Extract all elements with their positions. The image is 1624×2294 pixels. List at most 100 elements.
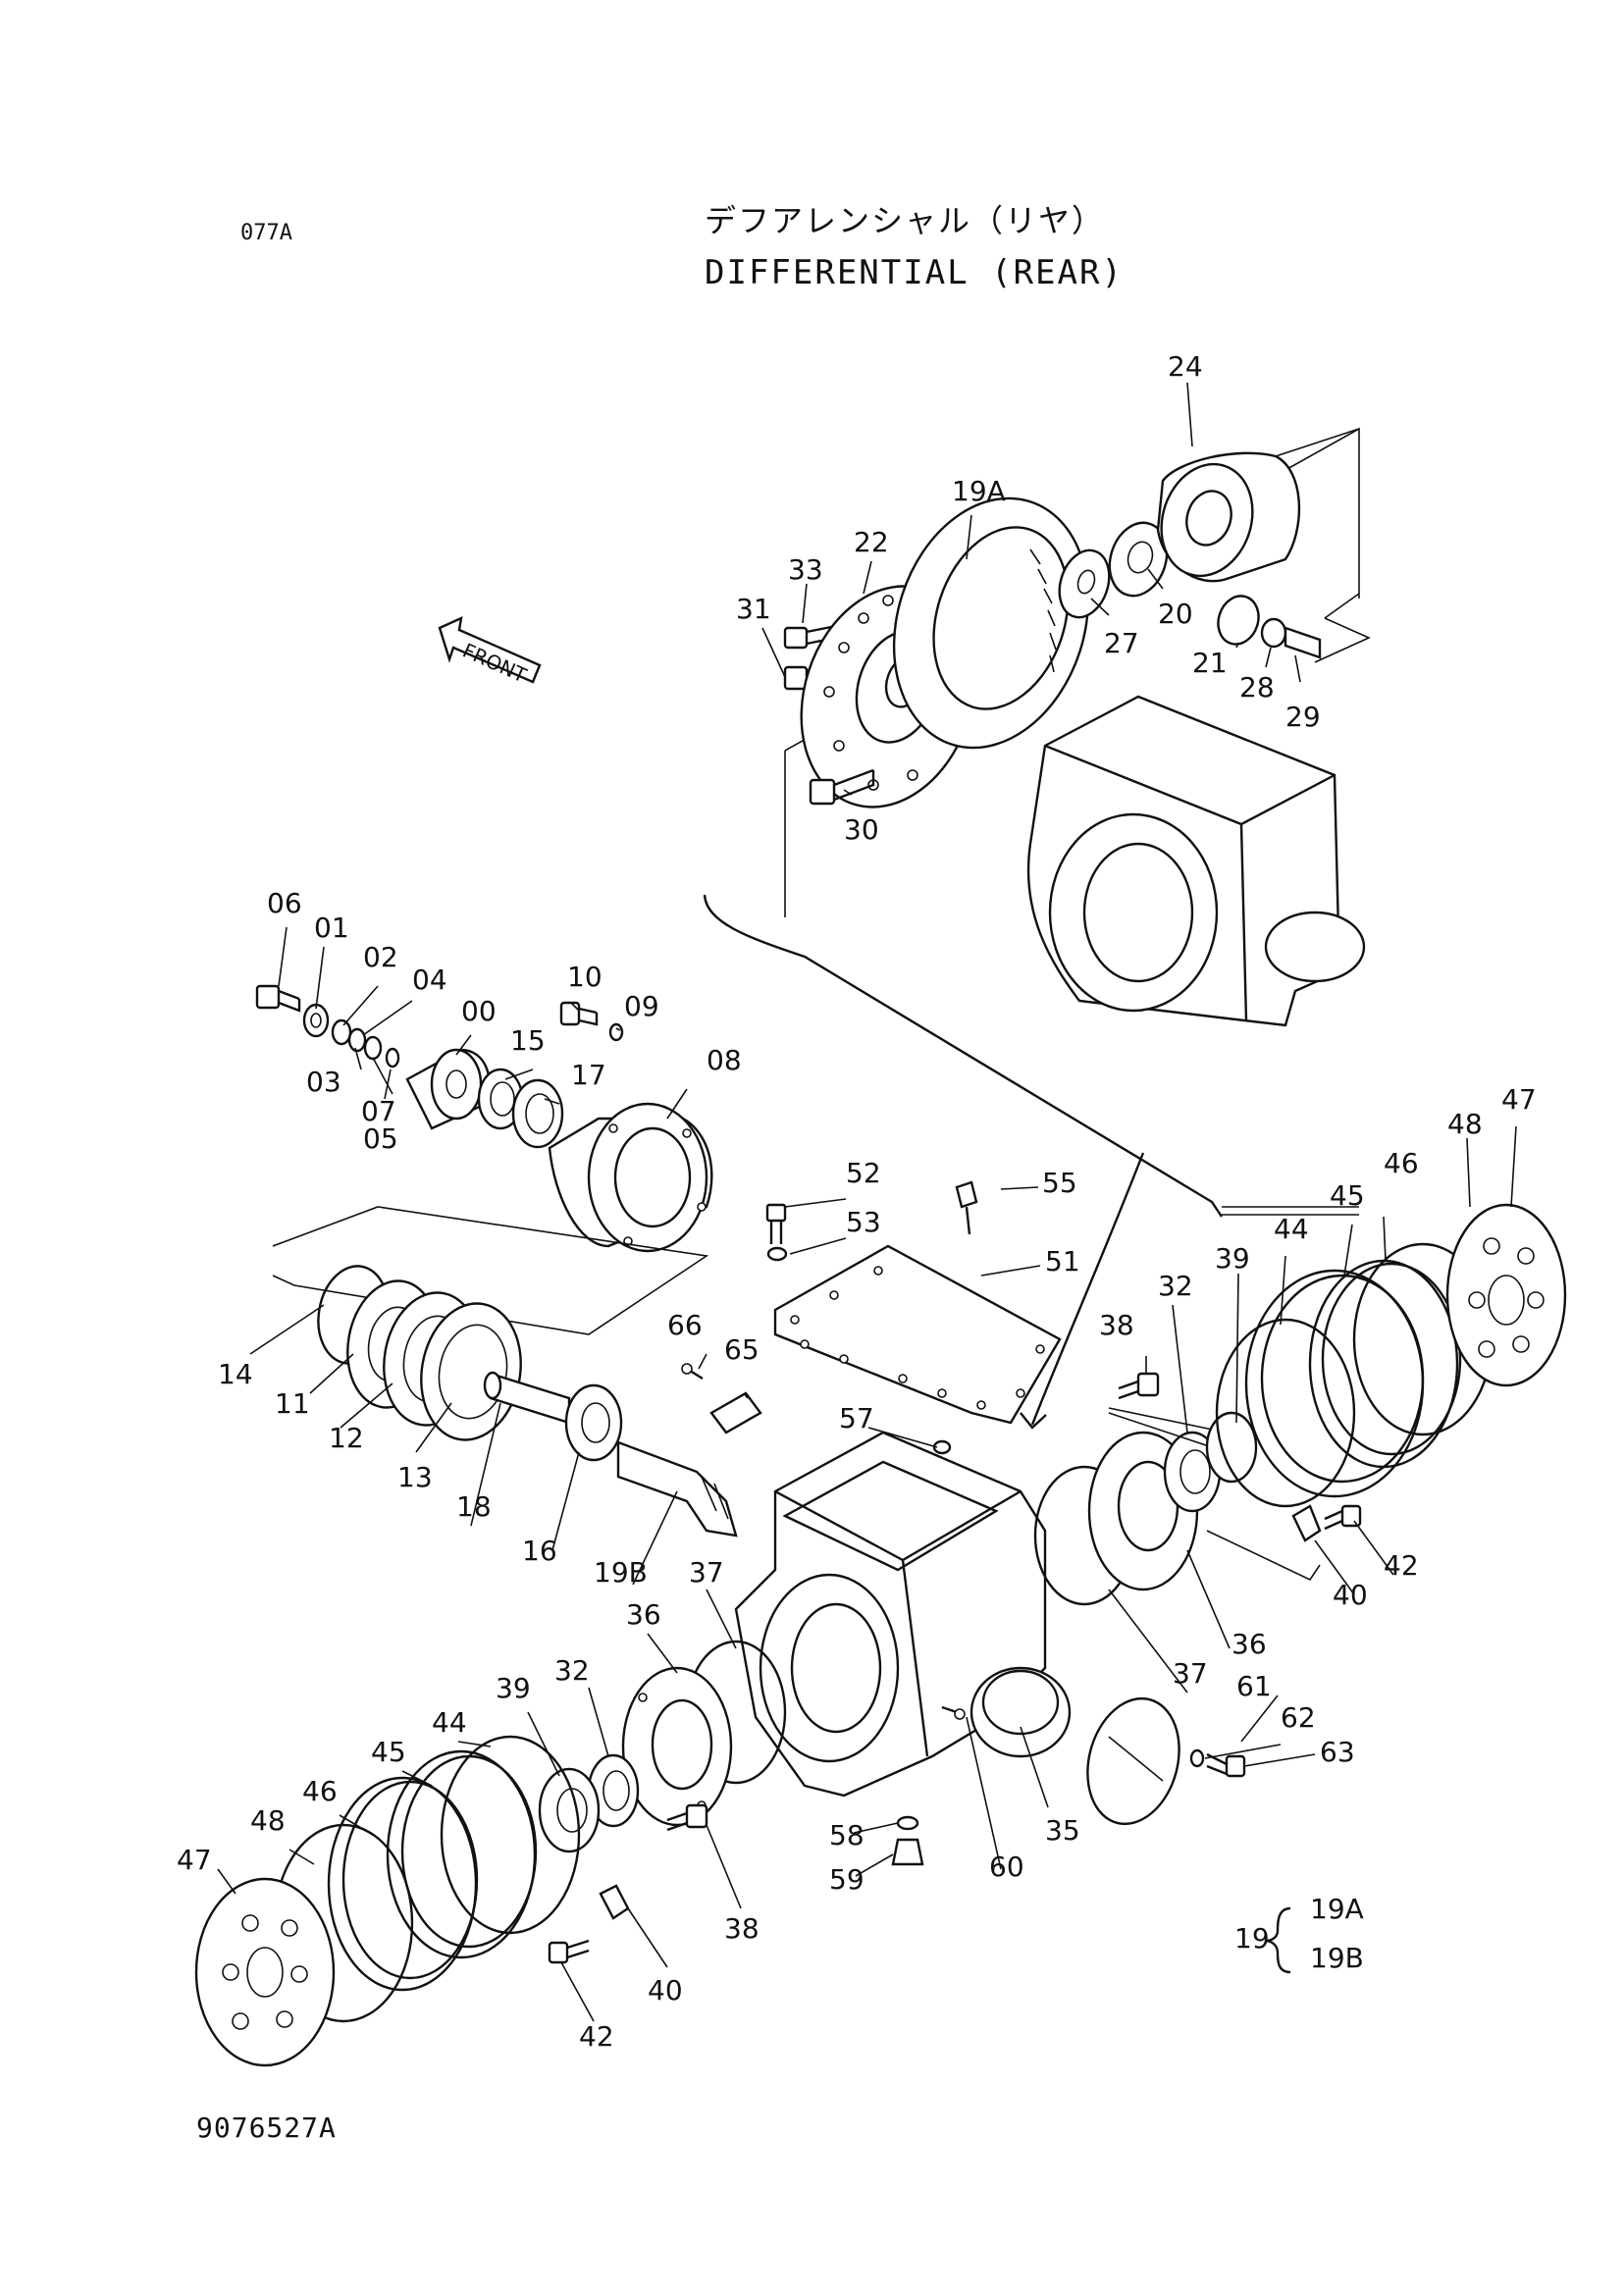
label-36-right: 36: [1231, 1628, 1267, 1660]
label-27: 27: [1104, 627, 1139, 659]
label-40-left: 40: [648, 1974, 683, 2007]
label-32-right: 32: [1158, 1270, 1193, 1302]
label-19A-top: 19A: [952, 475, 1006, 507]
label-01: 01: [314, 912, 349, 944]
bracket-40-left: [599, 1884, 630, 1920]
pin-60: [941, 1705, 966, 1720]
drain-plug-59: [891, 1838, 924, 1866]
o-ring-05: [385, 1047, 400, 1069]
bearing-17: [511, 1078, 564, 1149]
rivet-66: [681, 1363, 704, 1381]
bolt-52: [765, 1203, 787, 1244]
label-15: 15: [510, 1024, 546, 1057]
label-48-left: 48: [250, 1804, 286, 1837]
friction-disc-46-left: [327, 1776, 479, 1992]
bolt-06: [255, 984, 301, 1013]
pinion-carrier-08: [548, 1102, 713, 1253]
side-gear-20: [1108, 521, 1169, 598]
bracket-40-right: [1291, 1504, 1322, 1542]
legend-child-b: 19B: [1310, 1942, 1364, 1974]
label-00: 00: [461, 995, 497, 1027]
label-16: 16: [522, 1535, 557, 1567]
coupling-00: [405, 1048, 491, 1130]
label-57: 57: [839, 1402, 874, 1434]
label-18: 18: [456, 1490, 492, 1523]
label-61: 61: [1236, 1670, 1272, 1702]
label-02: 02: [363, 941, 398, 973]
label-20: 20: [1158, 598, 1193, 630]
washer-58: [896, 1815, 919, 1831]
label-47-right: 47: [1501, 1083, 1537, 1116]
label-05: 05: [363, 1122, 398, 1155]
washer-02: [331, 1018, 352, 1046]
label-47-left: 47: [177, 1844, 212, 1876]
label-46-left: 46: [302, 1775, 338, 1807]
plug-57: [932, 1439, 952, 1455]
label-07: 07: [361, 1095, 396, 1127]
label-38-right: 38: [1099, 1309, 1134, 1341]
label-06: 06: [267, 887, 302, 919]
label-24: 24: [1168, 350, 1203, 383]
side-cover-61: [1086, 1696, 1180, 1826]
differential-case-24: [1156, 451, 1301, 583]
label-22: 22: [854, 526, 889, 558]
label-60: 60: [989, 1851, 1024, 1883]
label-37-left: 37: [689, 1556, 724, 1589]
label-45-left: 45: [371, 1736, 406, 1768]
label-17: 17: [571, 1059, 606, 1091]
bearing-32-left: [587, 1753, 640, 1828]
pinion-gear-21: [1217, 595, 1260, 646]
label-63: 63: [1320, 1736, 1355, 1768]
axle-housing-upper: [1026, 695, 1366, 1027]
bolt-42-left: [548, 1939, 590, 1964]
label-59: 59: [829, 1863, 864, 1896]
bolt-10: [559, 1001, 599, 1026]
label-46-right: 46: [1384, 1147, 1419, 1179]
label-42-right: 42: [1384, 1549, 1419, 1582]
piston-36-left: [621, 1666, 733, 1827]
legend-parent: 19: [1234, 1922, 1270, 1955]
ring-gear-19A: [892, 496, 1090, 750]
breather-55: [955, 1180, 978, 1235]
pinion-gear-19B: [616, 1440, 738, 1538]
label-10: 10: [567, 961, 602, 993]
title-english: DIFFERENTIAL (REAR): [705, 253, 1124, 292]
label-32-left: 32: [554, 1654, 590, 1687]
label-35: 35: [1045, 1814, 1080, 1847]
label-30: 30: [844, 813, 879, 846]
label-11: 11: [275, 1387, 310, 1420]
document-number: 9076527A: [196, 2112, 337, 2144]
hub-39-right: [1205, 1411, 1258, 1484]
label-52: 52: [846, 1157, 881, 1189]
assembly-legend: 19 19A 19B: [1234, 1893, 1364, 1974]
label-55: 55: [1042, 1167, 1077, 1199]
label-44-left: 44: [432, 1706, 467, 1739]
label-58: 58: [829, 1819, 864, 1851]
washer-53: [766, 1246, 788, 1262]
label-40-right: 40: [1333, 1579, 1368, 1611]
label-39-left: 39: [496, 1672, 531, 1704]
label-45-right: 45: [1330, 1179, 1365, 1212]
assembly-curve: [703, 894, 1223, 1218]
brake-assembly-right: [1033, 1203, 1567, 1606]
label-36-left: 36: [626, 1598, 661, 1631]
title-japanese: デフアレンシャル（リヤ）: [705, 202, 1106, 239]
label-31: 31: [736, 593, 771, 625]
seal-44-right: [1215, 1318, 1356, 1508]
label-39-right: 39: [1215, 1242, 1250, 1275]
disc-47-right: [1445, 1203, 1567, 1387]
label-19B-mid: 19B: [594, 1556, 648, 1589]
label-03: 03: [306, 1066, 341, 1098]
bearing-16: [564, 1383, 623, 1462]
legend-brace: [1265, 1906, 1291, 1974]
bolt-30: [809, 768, 875, 806]
bolt-38-left: [666, 1803, 708, 1832]
label-09: 09: [624, 990, 659, 1022]
top-cover-51: [773, 1244, 1062, 1425]
washer-62: [1189, 1748, 1205, 1768]
label-38-left: 38: [724, 1912, 760, 1945]
shaft-29: [1283, 626, 1322, 659]
bolt-38-right: [1118, 1372, 1160, 1400]
axle-housing-main: [681, 1180, 1246, 1866]
